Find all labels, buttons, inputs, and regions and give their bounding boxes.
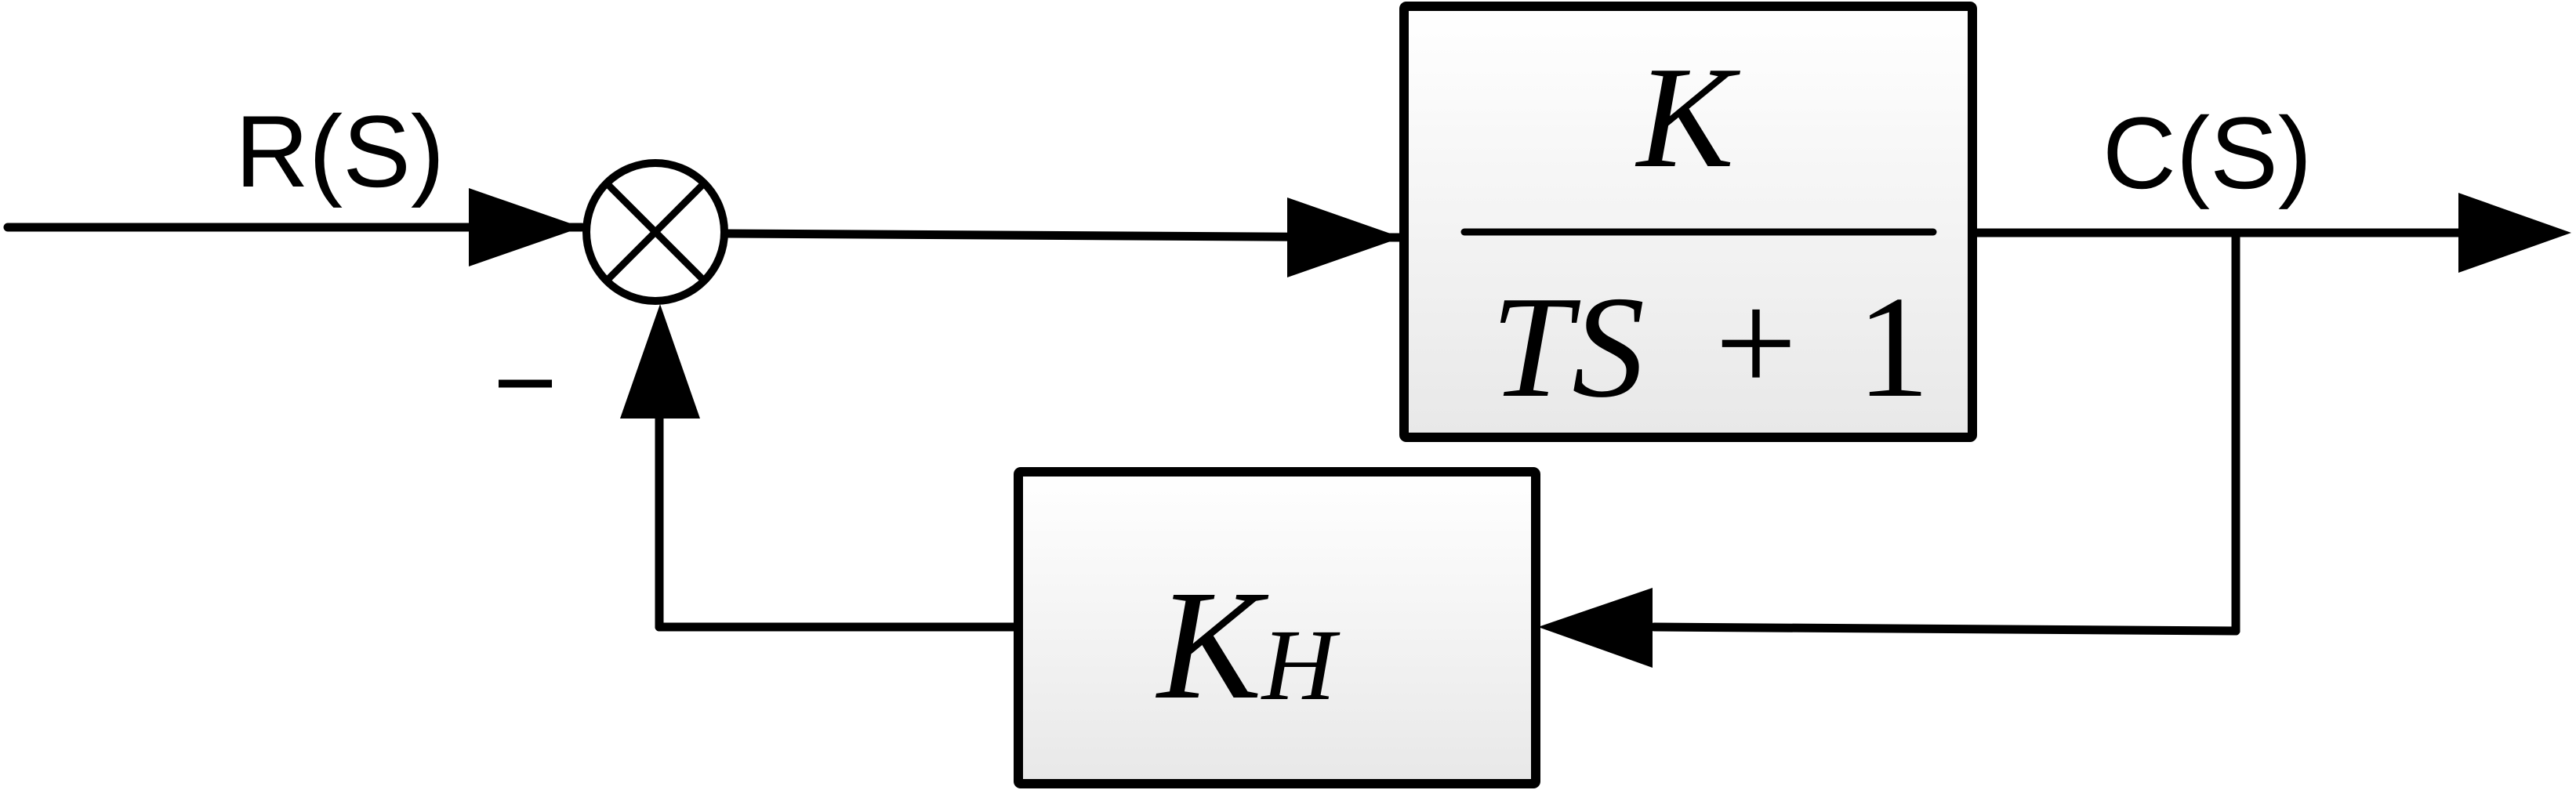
- feedback-gain-main: K: [1155, 559, 1268, 732]
- summing-junction: [582, 159, 728, 305]
- input-label: R(S): [235, 94, 444, 208]
- feedback-gain: KH: [1155, 559, 1340, 732]
- feedback-return-line: [1649, 622, 2240, 636]
- forward-block: [1399, 2, 1977, 442]
- forward-numerator: K: [1634, 37, 1741, 198]
- forward-denominator-one: 1: [1857, 266, 1930, 428]
- feedback-block-arrowhead: [1538, 588, 1653, 668]
- output-arrowhead: [2458, 193, 2571, 273]
- forward-denominator-ts: TS: [1491, 266, 1645, 428]
- input-arrowhead: [469, 188, 582, 266]
- forward-input-arrowhead: [1287, 198, 1402, 277]
- feedback-sign-label: −: [493, 321, 557, 444]
- feedback-gain-subscript: H: [1261, 609, 1341, 722]
- feedback-arrowhead: [620, 304, 700, 419]
- output-label: C(S): [2103, 96, 2312, 210]
- forward-denominator-plus: +: [1715, 263, 1798, 424]
